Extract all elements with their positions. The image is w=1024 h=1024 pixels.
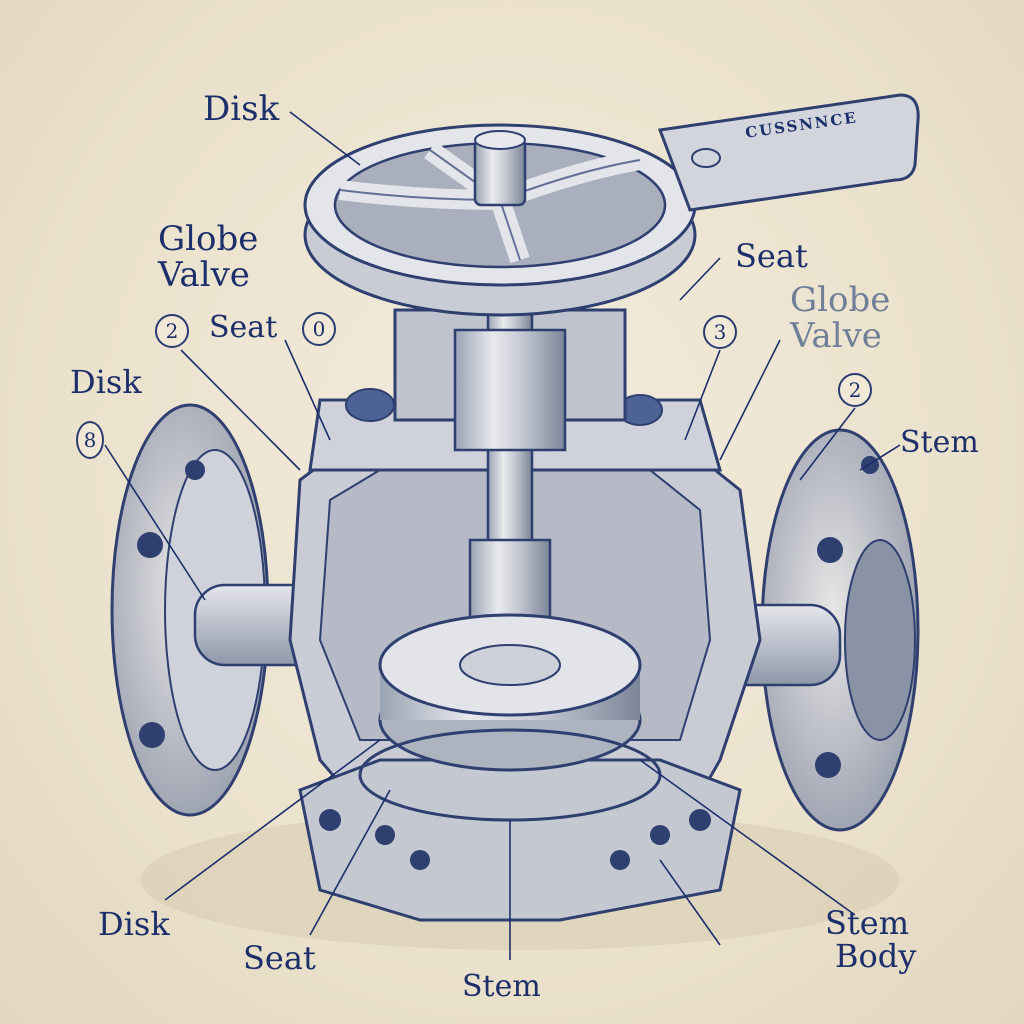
label-seat-bottom: Seat [243, 939, 316, 977]
left-flange [110, 403, 270, 817]
leader-lines [104, 111, 901, 960]
valve-base [298, 758, 742, 922]
label-stem-right: Stem [900, 425, 979, 460]
marker-mid-top: 0 [302, 312, 336, 346]
label-stem-body-line1: Stem [825, 904, 910, 942]
marker-left: 8 [76, 421, 104, 459]
label-stem-bottom: Stem [462, 969, 541, 1004]
label-globe-valve-right: Globe Valve [790, 280, 891, 356]
label-seat-top-left: Seat [209, 310, 278, 345]
handwheel [303, 123, 697, 317]
label-seat-top-right: Seat [735, 237, 808, 275]
handle-lever [657, 93, 920, 212]
label-stem-body-line2: Body [835, 937, 917, 975]
label-disk-top: Disk [203, 89, 280, 129]
marker-left-top: 2 [155, 314, 189, 348]
packing-gland [453, 328, 567, 452]
label-disk-left: Disk [70, 363, 142, 401]
label-disk-bottom: Disk [98, 905, 170, 943]
disk [378, 613, 642, 772]
marker-right: 2 [838, 373, 872, 407]
marker-right-top: 3 [703, 315, 737, 349]
label-globe-valve-left: Globe Valve [158, 219, 259, 295]
